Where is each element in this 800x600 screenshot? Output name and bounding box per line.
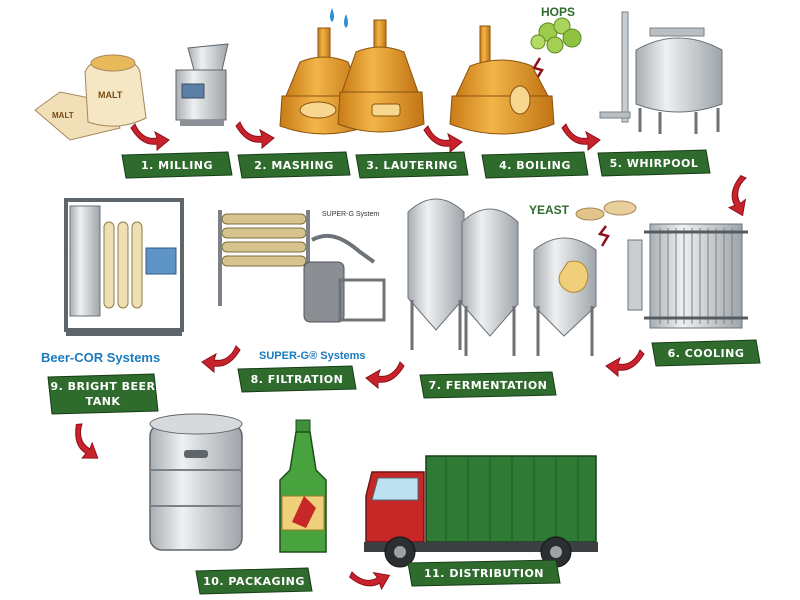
step-label-text: 2. MASHING — [254, 159, 334, 172]
flow-arrow-10-11 — [347, 559, 394, 599]
mash-tun-illustration — [279, 27, 369, 135]
step-label-lautering: 3. LAUTERING — [355, 151, 469, 179]
step-label-boiling: 4. BOILING — [481, 151, 589, 179]
step-label-mashing: 2. MASHING — [237, 151, 351, 179]
flow-arrow-2-3 — [235, 121, 275, 149]
super-g-system-caption: SUPER-G System — [322, 211, 379, 218]
flow-arrow-5-6 — [719, 173, 759, 220]
yeast-illustration — [575, 200, 637, 221]
malt-sack-label: MALT — [98, 90, 123, 100]
beer-cor-brand-label: Beer-COR Systems — [41, 350, 160, 365]
beer-cor-system-illustration — [64, 198, 184, 336]
keg-illustration — [149, 413, 243, 551]
step-label-text: 6. COOLING — [668, 347, 745, 360]
flow-arrow-1-2 — [130, 123, 170, 151]
step-label-text: 4. BOILING — [499, 159, 571, 172]
flow-arrow-8-9 — [201, 345, 241, 373]
hops-label: HOPS — [541, 5, 575, 19]
delivery-truck-illustration — [364, 455, 598, 568]
flow-arrow-4-5 — [561, 123, 601, 151]
step-label-text: 8. FILTRATION — [251, 373, 344, 386]
malt-sacks-illustration: MALT MALT — [34, 54, 147, 141]
beer-bottle-illustration — [279, 419, 327, 553]
step-label-cooling: 6. COOLING — [651, 339, 761, 367]
hops-illustration — [530, 17, 582, 54]
step-label-distribution: 11. DISTRIBUTION — [407, 559, 561, 587]
step-label-milling: 1. MILLING — [121, 151, 233, 179]
whirlpool-tank-illustration — [599, 11, 723, 134]
super-g-brand-label: SUPER-G® Systems — [259, 350, 366, 362]
malt-sack-label-2: MALT — [52, 111, 74, 120]
super-g-filtration-illustration — [218, 210, 386, 323]
flow-arrow-3-4 — [423, 125, 463, 153]
flow-arrow-9-10 — [61, 420, 109, 467]
flow-arrow-7-8 — [365, 361, 405, 389]
step-label-fermentation: 7. FERMENTATION — [419, 371, 557, 399]
step-label-text: 3. LAUTERING — [366, 159, 458, 172]
yeast-arrow — [597, 225, 610, 247]
step-label-packaging: 10. PACKAGING — [195, 567, 313, 595]
yeast-label: YEAST — [529, 203, 570, 217]
fermentation-tank-left-illustration — [407, 198, 465, 350]
fermentation-tank-middle-illustration — [461, 208, 519, 356]
lauter-tun-illustration — [337, 19, 425, 133]
step-label-text: 10. PACKAGING — [203, 575, 305, 588]
plate-heat-exchanger-illustration — [627, 223, 748, 329]
step-label-whirlpool: 5. WHIRPOOL — [597, 149, 711, 177]
step-label-filtration: 8. FILTRATION — [237, 365, 357, 393]
brew-kettle-illustration — [449, 25, 555, 135]
water-drops-illustration — [330, 8, 348, 28]
step-label-text: 1. MILLING — [141, 159, 213, 172]
step-label-text: 7. FERMENTATION — [429, 379, 548, 392]
flow-arrow-6-7 — [605, 349, 645, 377]
hops-arrow — [532, 57, 544, 81]
step-label-text: 11. DISTRIBUTION — [424, 567, 544, 580]
step-label-text: 5. WHIRPOOL — [610, 157, 699, 170]
fermentation-tank-open-illustration — [533, 237, 597, 356]
mill-machine-illustration — [175, 43, 229, 126]
